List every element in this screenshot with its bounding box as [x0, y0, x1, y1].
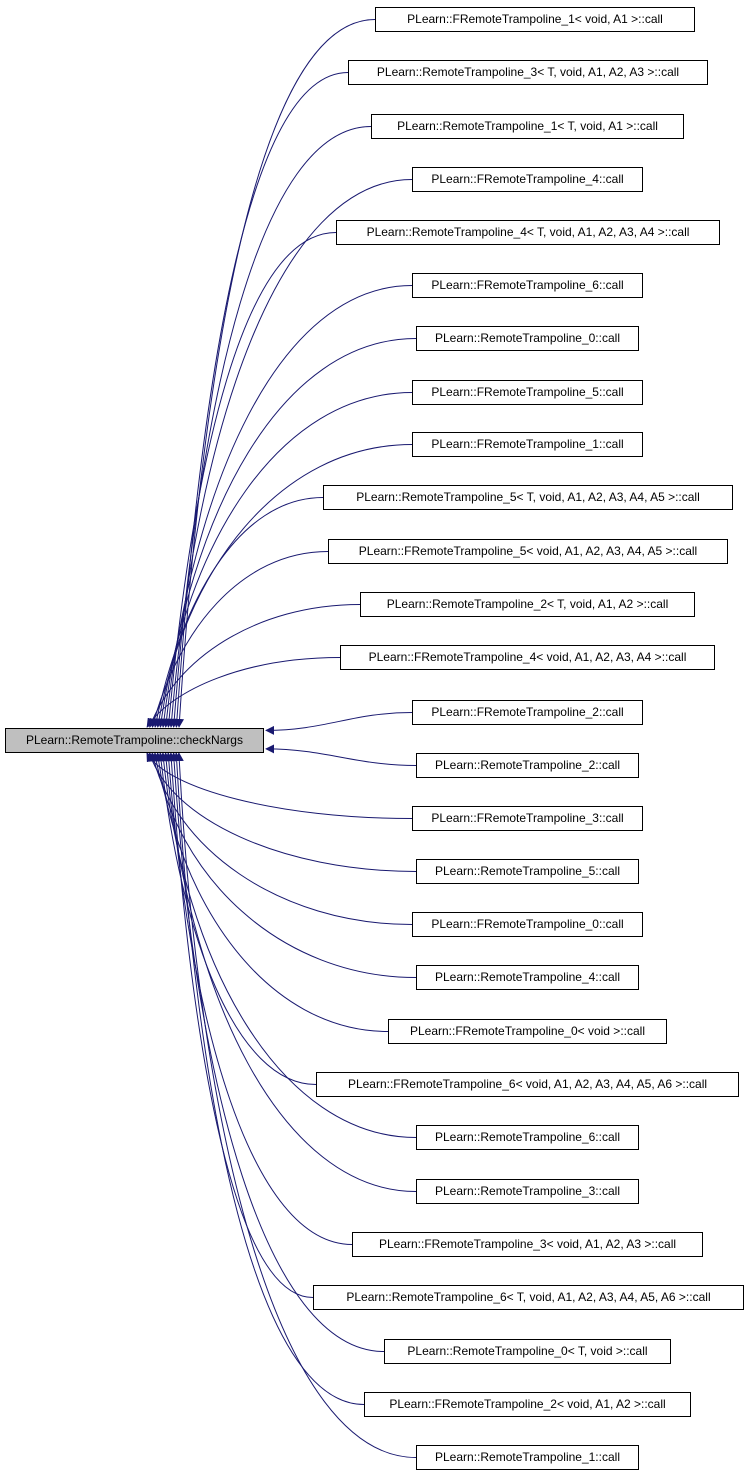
caller-node[interactable]: PLearn::RemoteTrampoline_0< T, void >::c…: [384, 1339, 671, 1364]
call-edge: [174, 752, 417, 1458]
call-edge: [169, 126, 372, 728]
call-edge: [154, 752, 389, 1032]
call-edge: [164, 752, 353, 1245]
call-edge: [150, 551, 329, 728]
call-edge: [175, 19, 376, 728]
call-edge: [151, 752, 417, 978]
call-edge: [169, 752, 385, 1352]
caller-node[interactable]: PLearn::FRemoteTrampoline_3::call: [412, 806, 643, 831]
call-edge: [265, 712, 413, 735]
call-edge: [172, 72, 349, 728]
caller-node[interactable]: PLearn::FRemoteTrampoline_3< void, A1, A…: [352, 1232, 703, 1257]
caller-node[interactable]: PLearn::FRemoteTrampoline_6::call: [412, 273, 643, 298]
caller-node[interactable]: PLearn::FRemoteTrampoline_4::call: [412, 167, 643, 192]
caller-node[interactable]: PLearn::RemoteTrampoline_2::call: [416, 753, 639, 778]
call-edge: [147, 752, 417, 872]
call-edge: [164, 232, 337, 728]
root-node[interactable]: PLearn::RemoteTrampoline::checkNargs: [5, 728, 264, 753]
call-edge: [172, 752, 365, 1405]
caller-node[interactable]: PLearn::FRemoteTrampoline_1< void, A1 >:…: [375, 7, 695, 32]
caller-node[interactable]: PLearn::RemoteTrampoline_4::call: [416, 965, 639, 990]
caller-node[interactable]: PLearn::FRemoteTrampoline_2< void, A1, A…: [364, 1392, 691, 1417]
call-edge: [146, 657, 341, 728]
caller-node[interactable]: PLearn::FRemoteTrampoline_5< void, A1, A…: [328, 539, 728, 564]
caller-node[interactable]: PLearn::RemoteTrampoline_6< T, void, A1,…: [313, 1285, 744, 1310]
caller-node[interactable]: PLearn::FRemoteTrampoline_5::call: [412, 380, 643, 405]
caller-node[interactable]: PLearn::FRemoteTrampoline_0< void >::cal…: [388, 1019, 667, 1044]
caller-node[interactable]: PLearn::RemoteTrampoline_2< T, void, A1,…: [360, 592, 695, 617]
call-edge: [265, 744, 417, 766]
caller-node[interactable]: PLearn::RemoteTrampoline_5< T, void, A1,…: [323, 485, 733, 510]
caller-node[interactable]: PLearn::RemoteTrampoline_3::call: [416, 1179, 639, 1204]
call-edge: [166, 752, 314, 1298]
caller-node[interactable]: PLearn::FRemoteTrampoline_2::call: [412, 700, 643, 725]
caller-node[interactable]: PLearn::RemoteTrampoline_1< T, void, A1 …: [371, 114, 684, 139]
caller-node[interactable]: PLearn::FRemoteTrampoline_1::call: [412, 432, 643, 457]
caller-node[interactable]: PLearn::FRemoteTrampoline_0::call: [412, 912, 643, 937]
call-edge: [161, 752, 417, 1192]
call-edge: [154, 444, 413, 728]
call-edge: [148, 604, 361, 728]
caller-node[interactable]: PLearn::RemoteTrampoline_5::call: [416, 859, 639, 884]
caller-node[interactable]: PLearn::RemoteTrampoline_6::call: [416, 1125, 639, 1150]
call-edge: [152, 497, 324, 728]
caller-node[interactable]: PLearn::FRemoteTrampoline_4< void, A1, A…: [340, 645, 715, 670]
caller-node[interactable]: PLearn::RemoteTrampoline_1::call: [416, 1445, 639, 1470]
caller-node[interactable]: PLearn::RemoteTrampoline_3< T, void, A1,…: [348, 60, 708, 85]
caller-node[interactable]: PLearn::FRemoteTrampoline_6< void, A1, A…: [316, 1072, 739, 1097]
caller-node[interactable]: PLearn::RemoteTrampoline_0::call: [416, 326, 639, 351]
call-edge: [156, 752, 317, 1085]
caller-node[interactable]: PLearn::RemoteTrampoline_4< T, void, A1,…: [336, 220, 720, 245]
